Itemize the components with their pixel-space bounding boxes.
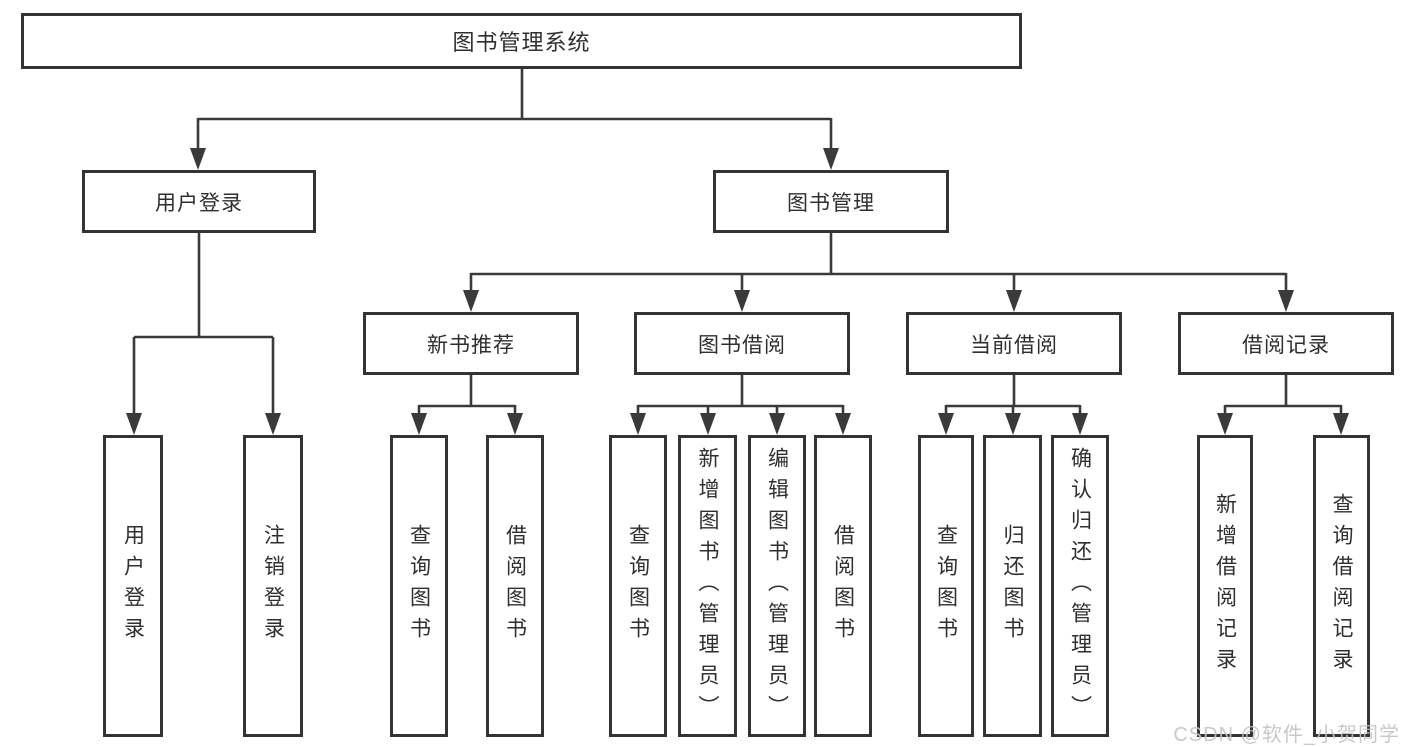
node-book-management: 图书管理 — [713, 170, 949, 233]
leaf-query-borrow-record: 查询借阅记录 — [1313, 435, 1370, 737]
node-new-book-recommend-label: 新书推荐 — [427, 333, 515, 357]
leaf-return-book-label: 归还图书 — [1001, 524, 1024, 648]
leaf-add-borrow-record-label: 新增借阅记录 — [1213, 493, 1237, 679]
leaf-add-book-admin-label: 新增图书（管理员） — [696, 446, 719, 726]
leaf-query-book-1: 查询图书 — [390, 435, 448, 737]
node-user-login: 用户登录 — [82, 170, 316, 233]
leaf-logout-login: 注销登录 — [243, 435, 303, 737]
leaf-borrow-book-2: 借阅图书 — [814, 435, 872, 737]
node-user-login-label: 用户登录 — [155, 191, 243, 215]
leaf-query-book-1-label: 查询图书 — [407, 524, 431, 648]
leaf-borrow-book-1: 借阅图书 — [486, 435, 544, 737]
leaf-add-borrow-record: 新增借阅记录 — [1197, 435, 1253, 737]
leaf-confirm-return-admin: 确认归还（管理员） — [1051, 435, 1109, 737]
watermark-text: CSDN @软件_小贺同学 — [1173, 724, 1400, 746]
leaf-borrow-book-2-label: 借阅图书 — [831, 524, 855, 648]
node-root-label: 图书管理系统 — [452, 30, 591, 55]
leaf-query-borrow-record-label: 查询借阅记录 — [1330, 493, 1353, 679]
node-book-borrow: 图书借阅 — [634, 312, 850, 375]
leaf-query-book-2-label: 查询图书 — [626, 524, 650, 648]
leaf-edit-book-admin: 编辑图书（管理员） — [748, 435, 806, 737]
leaf-add-book-admin: 新增图书（管理员） — [678, 435, 737, 737]
node-new-book-recommend: 新书推荐 — [363, 312, 579, 375]
node-current-borrow-label: 当前借阅 — [970, 333, 1058, 357]
leaf-logout-login-label: 注销登录 — [261, 524, 285, 648]
node-borrow-records: 借阅记录 — [1178, 312, 1394, 375]
leaf-query-book-3: 查询图书 — [918, 435, 974, 737]
node-borrow-records-label: 借阅记录 — [1242, 333, 1330, 357]
leaf-borrow-book-1-label: 借阅图书 — [503, 524, 527, 648]
leaf-user-login-label: 用户登录 — [121, 524, 145, 648]
leaf-query-book-2: 查询图书 — [609, 435, 667, 737]
node-book-management-label: 图书管理 — [787, 191, 875, 215]
node-root: 图书管理系统 — [21, 13, 1022, 69]
leaf-confirm-return-admin-label: 确认归还（管理员） — [1068, 446, 1092, 726]
node-book-borrow-label: 图书借阅 — [698, 333, 786, 357]
leaf-return-book: 归还图书 — [983, 435, 1042, 737]
node-current-borrow: 当前借阅 — [906, 312, 1122, 375]
leaf-edit-book-admin-label: 编辑图书（管理员） — [765, 446, 789, 726]
leaf-query-book-3-label: 查询图书 — [934, 524, 958, 648]
leaf-user-login: 用户登录 — [103, 435, 163, 737]
